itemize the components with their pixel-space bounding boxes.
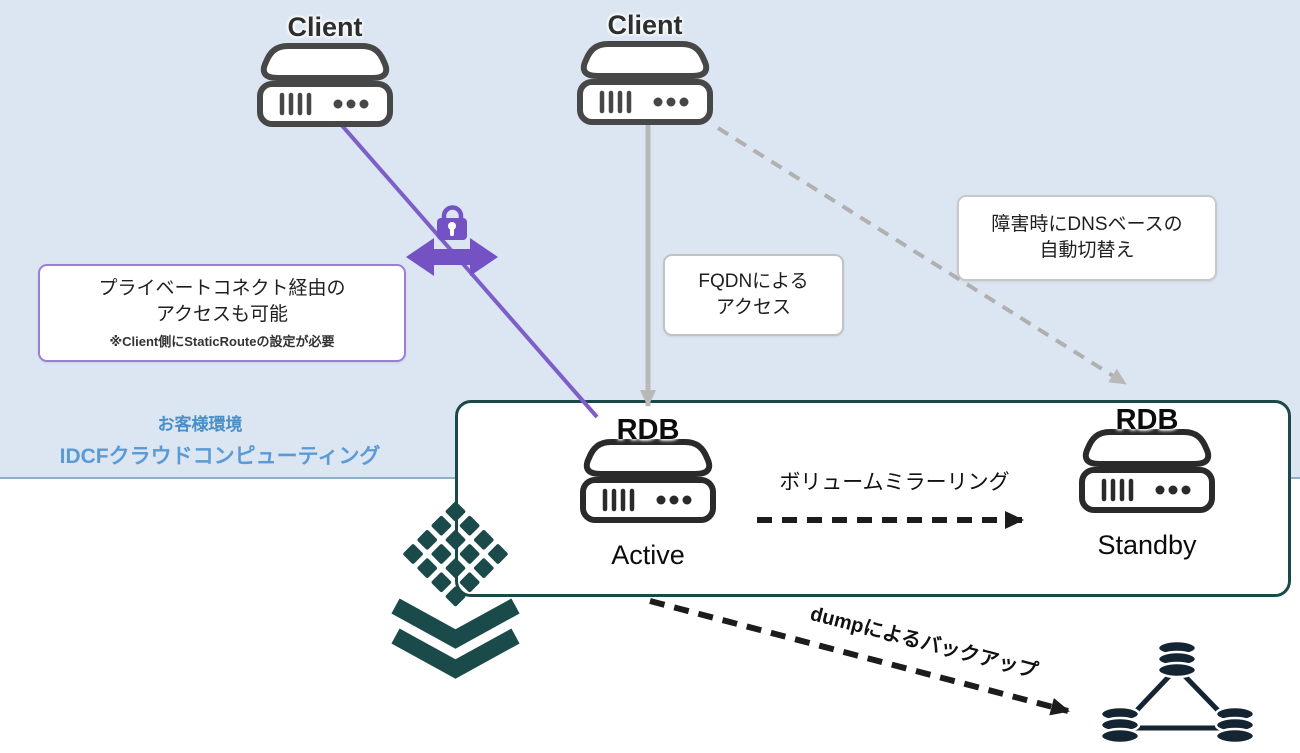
fqdn-line1: FQDNによる (698, 271, 809, 292)
private-connect-line2: アクセスも可能 (155, 304, 289, 325)
private-connect-callout: プライベートコネクト経由の アクセスも可能 ※Client側にStaticRou… (38, 264, 406, 362)
dns-line1: 障害時にDNSベースの (991, 214, 1183, 235)
dns-failover-callout: 障害時にDNSベースの 自動切替え (957, 195, 1217, 281)
server-icon (577, 41, 713, 125)
volume-mirroring-label: ボリュームミラーリング (779, 471, 1010, 494)
dump-backup-label: dumpによるバックアップ (807, 602, 1040, 683)
dns-line2: 自動切替え (1039, 240, 1135, 261)
provider-zone-label: IDCFクラウドコンピューティング (59, 445, 381, 468)
private-connect-line1: プライベートコネクト経由の (98, 278, 346, 299)
rdb-standby-state: Standby (1097, 530, 1197, 560)
customer-zone-label: お客様環境 (157, 415, 243, 434)
server-icon (580, 439, 716, 523)
private-connect-note: ※Client側にStaticRouteの設定が必要 (109, 334, 335, 349)
rdb-active-title: RDB (616, 414, 680, 446)
database-cluster-icon (1090, 636, 1265, 753)
layers-stack-icon (383, 500, 528, 690)
client1-server-icon (250, 42, 400, 130)
server-icon (257, 43, 393, 127)
server-icon (1079, 429, 1215, 513)
rdb-active-state: Active (611, 540, 685, 570)
client1-label: Client (287, 12, 363, 42)
rdb-standby-server-icon (1072, 428, 1222, 516)
client2-label: Client (607, 10, 683, 40)
fqdn-line2: アクセス (715, 297, 792, 318)
rdb-standby-title: RDB (1115, 404, 1179, 436)
fqdn-access-callout: FQDNによる アクセス (663, 254, 844, 336)
rdb-active-server-icon (573, 438, 723, 526)
client2-server-icon (570, 40, 720, 128)
